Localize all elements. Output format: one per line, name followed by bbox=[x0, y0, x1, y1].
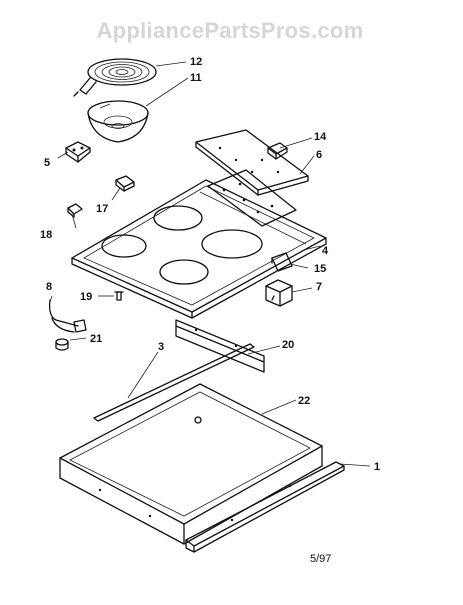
burner-opening-rear-left bbox=[153, 205, 203, 231]
watermark-text: AppliancePartsPros.com bbox=[96, 18, 363, 43]
leader-lines bbox=[49, 61, 371, 467]
mounting-clip bbox=[67, 203, 83, 218]
small-bracket bbox=[271, 252, 293, 272]
part-labels: 12 11 5 14 6 17 18 4 15 7 19 8 21 20 3 2… bbox=[40, 56, 380, 473]
label-part-8: 8 bbox=[46, 281, 52, 293]
date-code: 5/97 bbox=[310, 553, 331, 565]
label-part-21: 21 bbox=[90, 333, 102, 345]
cooktop-main-top bbox=[71, 169, 327, 319]
rear-bracket bbox=[175, 319, 265, 373]
screw bbox=[114, 291, 124, 301]
burner-opening-front-left bbox=[101, 234, 147, 258]
label-part-17: 17 bbox=[96, 203, 108, 215]
label-part-14: 14 bbox=[314, 131, 327, 143]
label-part-18: 18 bbox=[40, 229, 52, 241]
wire-harness bbox=[48, 299, 87, 333]
label-part-20: 20 bbox=[282, 339, 294, 351]
switch-knob bbox=[267, 142, 288, 160]
control-bracket bbox=[195, 129, 309, 196]
surface-element-coil bbox=[73, 58, 157, 97]
label-part-5: 5 bbox=[44, 157, 50, 169]
label-part-19: 19 bbox=[80, 291, 92, 303]
drip-bowl bbox=[87, 100, 149, 143]
burner-opening-front-right bbox=[159, 259, 209, 285]
label-part-22: 22 bbox=[298, 395, 310, 407]
label-part-12: 12 bbox=[190, 56, 202, 68]
label-part-1: 1 bbox=[374, 461, 380, 473]
element-receptacle bbox=[115, 175, 135, 192]
front-trim bbox=[185, 461, 345, 553]
cooktop-box bbox=[59, 383, 323, 545]
label-part-15: 15 bbox=[314, 263, 326, 275]
burner-opening-rear-right bbox=[201, 229, 263, 259]
trim-strip bbox=[93, 343, 255, 422]
terminal-block bbox=[65, 141, 91, 163]
label-part-11: 11 bbox=[190, 72, 202, 84]
label-part-7: 7 bbox=[316, 281, 322, 293]
label-part-3: 3 bbox=[158, 341, 164, 353]
label-part-6: 6 bbox=[316, 149, 322, 161]
infinite-switch bbox=[265, 279, 293, 307]
label-part-4: 4 bbox=[322, 245, 329, 257]
terminal-cap bbox=[55, 338, 69, 351]
